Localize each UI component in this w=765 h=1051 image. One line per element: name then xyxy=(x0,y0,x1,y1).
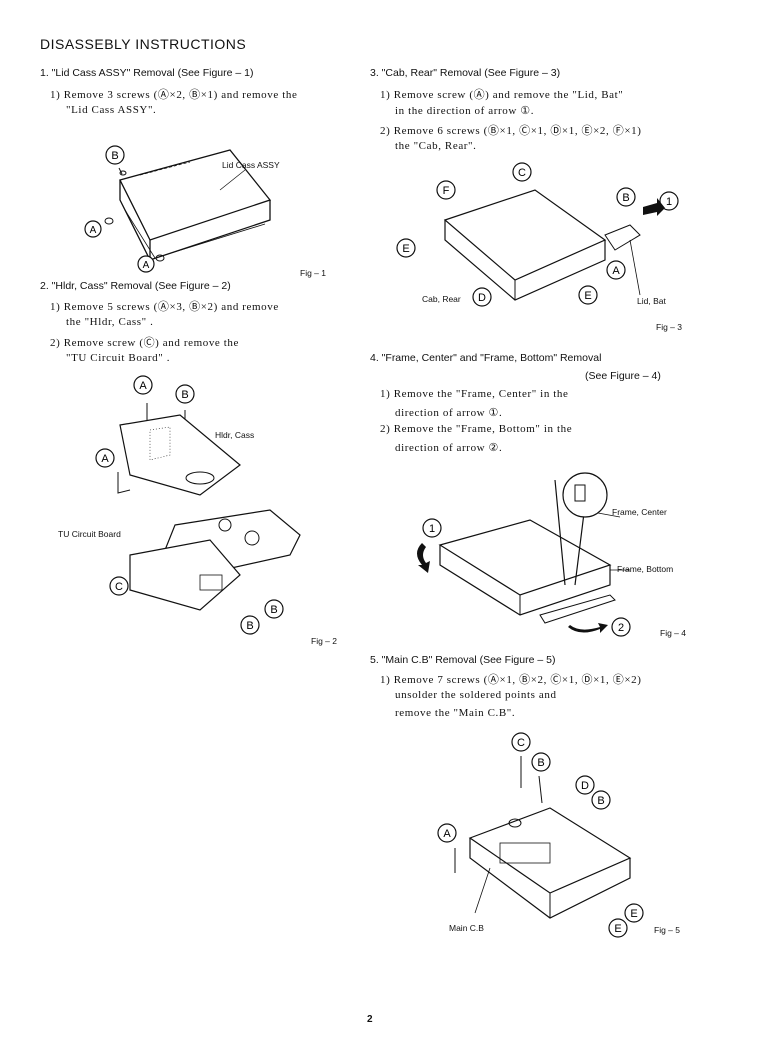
callout-b-icon: B xyxy=(105,145,127,176)
section-1-heading: 1. "Lid Cass ASSY" Removal (See Figure –… xyxy=(40,67,254,79)
svg-text:2: 2 xyxy=(618,622,624,634)
svg-text:B: B xyxy=(111,150,118,162)
rotate-arrow-icon xyxy=(417,543,430,573)
section-3-step-1: 1) Remove screw (Ⓐ) and remove the "Lid,… xyxy=(380,89,624,101)
section-3-heading: 3. "Cab, Rear" Removal (See Figure – 3) xyxy=(370,67,561,79)
section-4-step-1: 1) Remove the "Frame, Center" in the xyxy=(380,388,569,400)
figure-2-hldr-cass: A B A C B B xyxy=(95,375,301,635)
figure-3-cab-rear: C F B 1 E A D E xyxy=(396,162,679,307)
figure-4-caption: Fig – 4 xyxy=(660,628,686,638)
section-2-step-1: 1) Remove 5 screws (Ⓐ×3, Ⓑ×2) and remove xyxy=(50,301,279,313)
section-2-heading: 2. "Hldr, Cass" Removal (See Figure – 2) xyxy=(40,280,231,292)
svg-text:A: A xyxy=(612,265,620,277)
arrow-icon xyxy=(568,623,608,633)
section-2-step-1-cont: the "Hldr, Cass" . xyxy=(66,316,154,328)
callout-c-icon: C xyxy=(512,162,532,182)
svg-text:1: 1 xyxy=(666,196,672,208)
section-4-step-1-cont: direction of arrow ①. xyxy=(395,407,503,419)
svg-text:A: A xyxy=(443,828,451,840)
svg-text:E: E xyxy=(584,290,591,302)
svg-text:1: 1 xyxy=(429,523,435,535)
callout-d-icon: D xyxy=(472,287,492,307)
section-5-step-1: 1) Remove 7 screws (Ⓐ×1, Ⓑ×2, Ⓒ×1, Ⓓ×1, … xyxy=(380,674,642,686)
section-5-heading: 5. "Main C.B" Removal (See Figure – 5) xyxy=(370,654,556,666)
svg-text:B: B xyxy=(270,604,277,616)
callout-a-icon: A xyxy=(84,217,114,238)
svg-text:F: F xyxy=(443,185,450,197)
callout-e-icon: E xyxy=(396,238,416,258)
callout-b-icon: B xyxy=(616,187,636,207)
arrow-icon xyxy=(643,198,665,216)
figure-3-part-label-1: Cab, Rear xyxy=(422,294,461,304)
figure-5-caption: Fig – 5 xyxy=(654,925,680,935)
figure-2-part-label-1: Hldr, Cass xyxy=(215,430,255,440)
callout-f-icon: F xyxy=(436,180,456,200)
callout-1-icon: 1 xyxy=(422,518,442,538)
svg-text:B: B xyxy=(246,620,253,632)
page-number: 2 xyxy=(367,1014,373,1025)
callout-1-icon: 1 xyxy=(659,191,679,211)
callout-2-icon: 2 xyxy=(611,617,631,637)
section-1-step-1: 1) Remove 3 screws (Ⓐ×2, Ⓑ×1) and remove… xyxy=(50,89,298,101)
figure-1-part-label: Lid Cass ASSY xyxy=(222,160,280,170)
svg-text:A: A xyxy=(101,453,109,465)
svg-text:D: D xyxy=(478,292,486,304)
callout-a-icon: A xyxy=(606,260,626,280)
figure-4-part-label-2: Frame, Bottom xyxy=(617,564,674,574)
section-3-step-1-cont: in the direction of arrow ①. xyxy=(395,105,535,117)
callout-a-icon: A xyxy=(133,375,153,395)
figure-2-part-label-2: TU Circuit Board xyxy=(58,529,121,539)
section-5-step-1-cont-2: remove the "Main C.B". xyxy=(395,707,516,719)
figure-2-caption: Fig – 2 xyxy=(311,636,337,646)
section-4-heading: 4. "Frame, Center" and "Frame, Bottom" R… xyxy=(370,352,602,364)
section-3-step-2-cont: the "Cab, Rear". xyxy=(395,140,477,152)
callout-b-icon: B xyxy=(240,615,260,635)
svg-text:B: B xyxy=(181,389,188,401)
figure-4-part-label-1: Frame, Center xyxy=(612,507,667,517)
callout-b-icon: B xyxy=(175,384,195,404)
svg-text:C: C xyxy=(518,167,526,179)
page-title: DISASSEBLY INSTRUCTIONS xyxy=(40,36,247,52)
callout-c-icon: C xyxy=(511,732,531,752)
callout-a-icon: A xyxy=(137,254,165,273)
svg-text:B: B xyxy=(597,795,604,807)
section-3-step-2: 2) Remove 6 screws (Ⓑ×1, Ⓒ×1, Ⓓ×1, Ⓔ×2, … xyxy=(380,125,642,137)
figure-1-lid-cass-assy: B A A xyxy=(84,145,272,273)
section-4-heading-2: (See Figure – 4) xyxy=(585,370,661,382)
section-2-step-2: 2) Remove screw (Ⓒ) and remove the xyxy=(50,337,240,349)
figure-5-part-label: Main C.B xyxy=(449,923,484,933)
callout-b-icon: B xyxy=(264,599,284,619)
figure-1-caption: Fig – 1 xyxy=(300,268,326,278)
callout-a-icon: A xyxy=(95,448,115,468)
callout-a-icon: A xyxy=(437,823,457,843)
section-2-step-2-cont: "TU Circuit Board" . xyxy=(66,352,171,364)
section-5-step-1-cont: unsolder the soldered points and xyxy=(395,689,557,701)
callout-d-icon: D xyxy=(575,775,595,795)
callout-b-icon: B xyxy=(531,752,551,772)
figure-3-part-label-2: Lid, Bat xyxy=(637,296,666,306)
callout-c-icon: C xyxy=(109,576,129,596)
callout-b-icon: B xyxy=(591,790,611,810)
section-4-step-2-cont: direction of arrow ②. xyxy=(395,442,503,454)
svg-text:C: C xyxy=(517,737,525,749)
section-1-step-1-cont: "Lid Cass ASSY". xyxy=(66,104,157,116)
svg-text:C: C xyxy=(115,581,123,593)
svg-text:E: E xyxy=(630,908,637,920)
figure-3-caption: Fig – 3 xyxy=(656,322,682,332)
figure-5-main-cb: C B D B A E E xyxy=(437,732,644,938)
svg-text:B: B xyxy=(537,757,544,769)
figure-4-frames: 1 2 xyxy=(417,472,631,637)
svg-text:E: E xyxy=(402,243,409,255)
callout-e-icon: E xyxy=(578,285,598,305)
svg-text:A: A xyxy=(139,380,147,392)
callout-e-icon: E xyxy=(624,903,644,923)
svg-text:E: E xyxy=(614,923,621,935)
svg-text:A: A xyxy=(143,260,150,271)
section-4-step-2: 2) Remove the "Frame, Bottom" in the xyxy=(380,423,573,435)
callout-e-icon: E xyxy=(608,918,628,938)
svg-text:A: A xyxy=(90,225,97,236)
svg-text:D: D xyxy=(581,780,589,792)
svg-text:B: B xyxy=(622,192,629,204)
